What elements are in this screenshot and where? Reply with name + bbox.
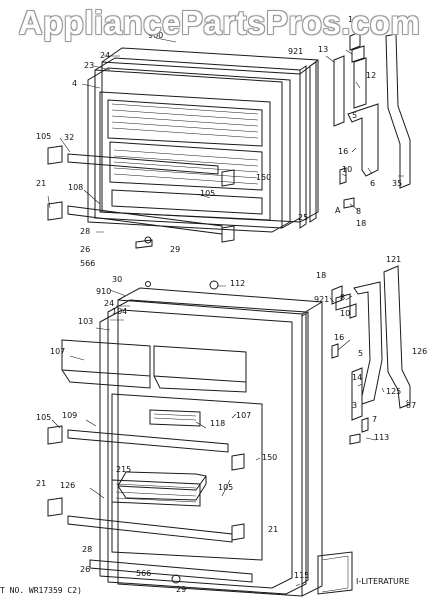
callout-18: 18 — [356, 219, 366, 228]
callout-26: 26 — [80, 245, 90, 254]
callout-105: 105 — [200, 189, 215, 198]
callout-103: 103 — [78, 317, 93, 326]
callout-35: 35 — [392, 179, 402, 188]
fresh-food-door-assembly — [61, 287, 323, 597]
callout-900: 900 — [148, 31, 163, 40]
diagram-footer: T NO. WR17359 C2) — [0, 586, 82, 595]
fresh-food-shelf-bars — [47, 425, 253, 583]
callout-105: 105 — [36, 413, 51, 422]
callout-105: 105 — [36, 132, 51, 141]
callout-107: 107 — [50, 347, 65, 356]
callout-566: 566 — [80, 259, 95, 268]
callout-18: 18 — [316, 271, 326, 280]
callout-12: 12 — [366, 71, 376, 80]
callout-7: 7 — [372, 415, 377, 424]
freezer-door-assembly — [87, 47, 319, 233]
callout-3: 3 — [352, 401, 357, 410]
callout-24: 24 — [104, 299, 114, 308]
callout-32: 32 — [64, 133, 74, 142]
callout-107: 107 — [236, 411, 251, 420]
callout-28: 28 — [80, 227, 90, 236]
callout-21: 21 — [268, 525, 278, 534]
callout-29: 29 — [170, 245, 180, 254]
callout-28: 28 — [82, 545, 92, 554]
callout-5: 5 — [352, 111, 357, 120]
callout-8: 8 — [356, 207, 361, 216]
leader-lines — [47, 37, 409, 587]
callout-215: 215 — [116, 465, 131, 474]
callout-4: 4 — [72, 79, 77, 88]
callout-29: 29 — [176, 585, 186, 594]
callout-21: 21 — [36, 179, 46, 188]
callout-150: 150 — [256, 173, 271, 182]
callout-5: 5 — [358, 349, 363, 358]
callout-10: 10 — [340, 309, 350, 318]
callout-16: 16 — [334, 333, 344, 342]
callout-14: 14 — [348, 15, 358, 24]
callout-13: 13 — [318, 45, 328, 54]
callout-26: 26 — [80, 565, 90, 574]
callout-30: 30 — [112, 275, 122, 284]
callout-112: 112 — [230, 279, 245, 288]
callout-118: 118 — [210, 419, 225, 428]
callout-21: 21 — [36, 479, 46, 488]
callout-8: 8 — [340, 293, 345, 302]
callout-10: 10 — [342, 165, 352, 174]
callout-A: A — [335, 206, 341, 215]
callout-150: 150 — [262, 453, 277, 462]
callout-921: 921 — [288, 47, 303, 56]
freezer-shelf-bars — [47, 145, 235, 243]
callout-105: 105 — [218, 483, 233, 492]
callout-108: 108 — [68, 183, 83, 192]
callout-6: 6 — [370, 179, 375, 188]
freezer-hinge-parts — [135, 31, 411, 249]
callout-25: 25 — [298, 213, 308, 222]
callout-910: 910 — [96, 287, 111, 296]
callout-921: 921 — [314, 295, 329, 304]
callout-16: 16 — [338, 147, 348, 156]
callout-14: 14 — [352, 373, 362, 382]
callout-109: 109 — [62, 411, 77, 420]
literature-label: I-LITERATURE — [356, 577, 409, 586]
callout-87: 87 — [406, 401, 416, 410]
callout-566: 566 — [136, 569, 151, 578]
callout-23: 23 — [84, 61, 94, 70]
callout-125: 125 — [386, 387, 401, 396]
callout-126: 126 — [60, 481, 75, 490]
callout-113: 113 — [374, 433, 389, 442]
callout-104: 104 — [112, 307, 127, 316]
callout-121: 121 — [386, 255, 401, 264]
callout-115: 115 — [294, 571, 309, 580]
callout-126: 126 — [412, 347, 427, 356]
fresh-food-hinge-parts — [145, 265, 411, 595]
callout-24: 24 — [100, 51, 110, 60]
